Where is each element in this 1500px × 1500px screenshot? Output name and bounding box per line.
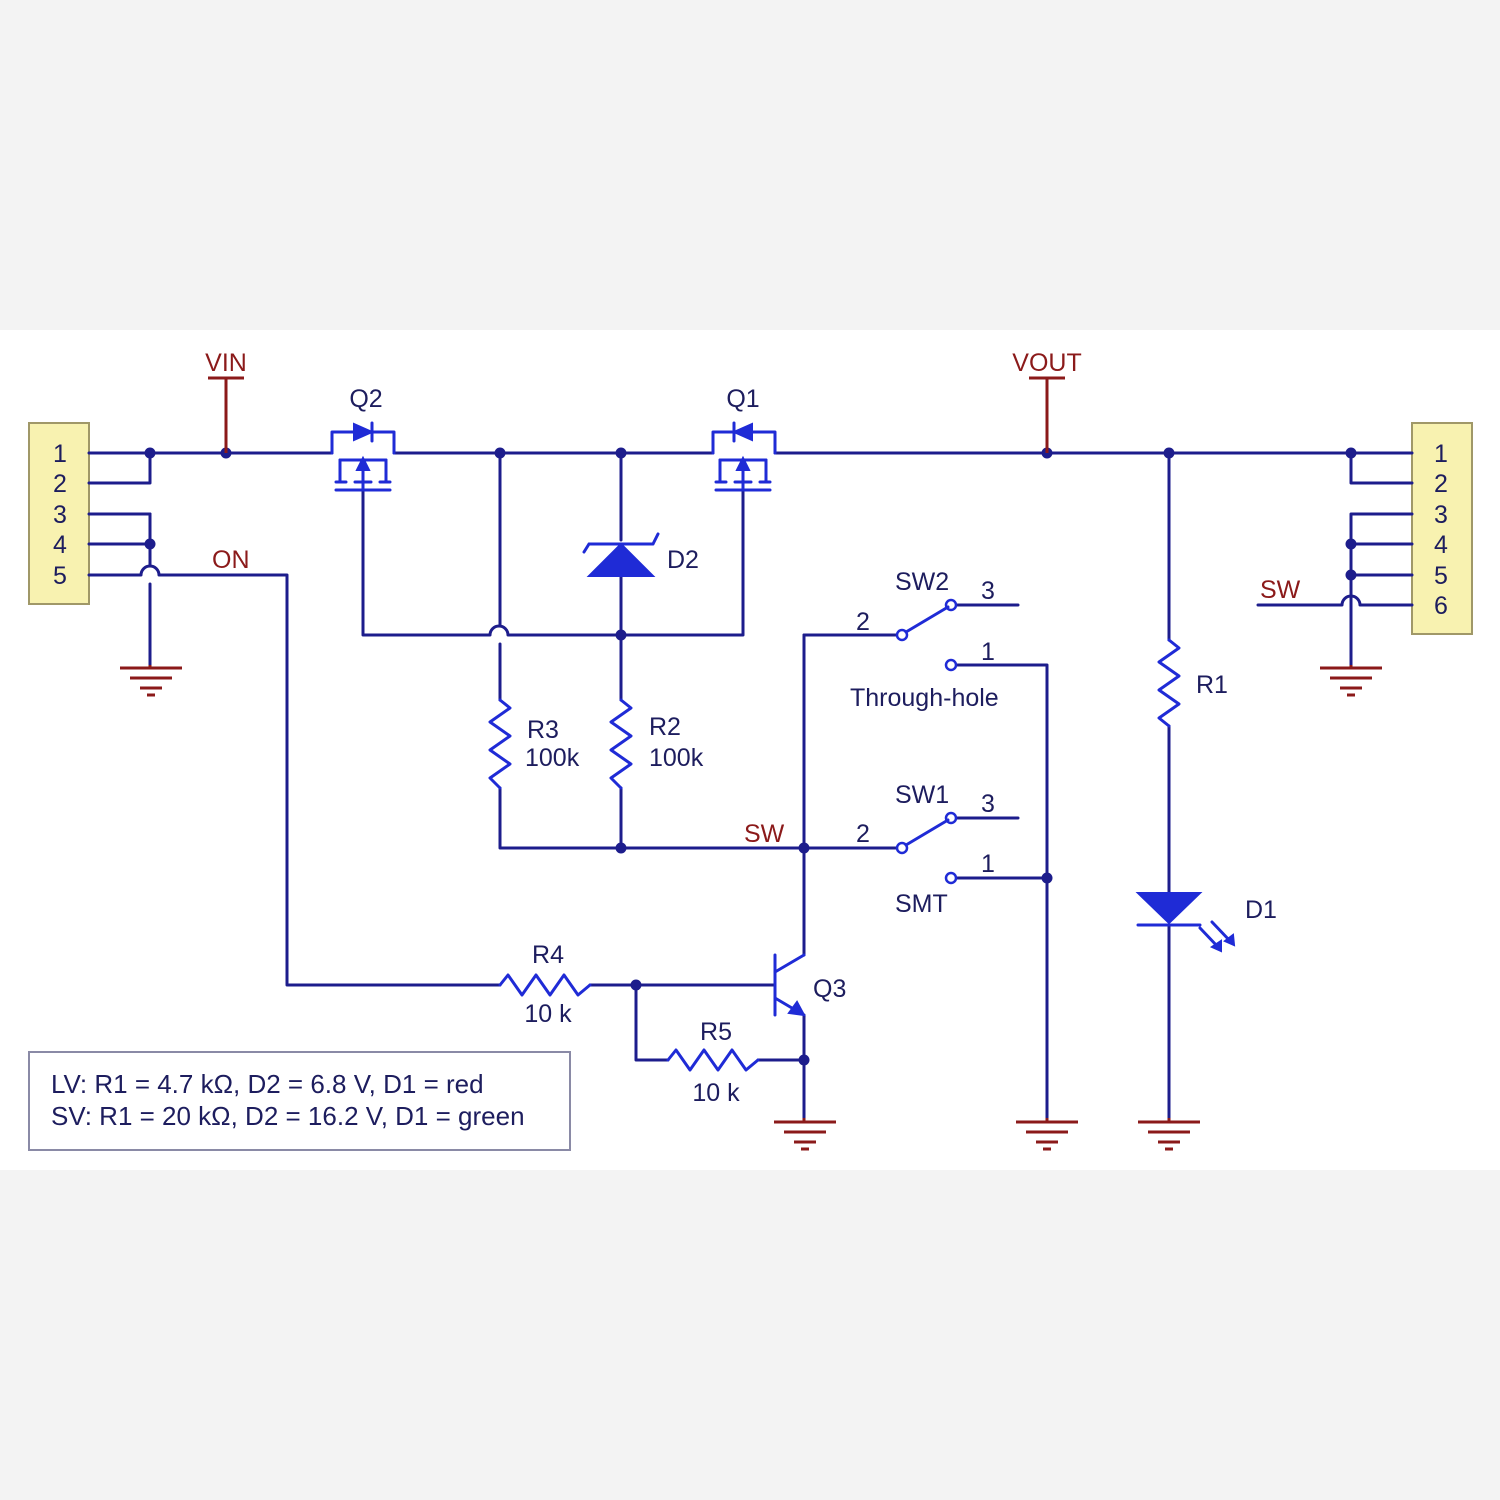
q2-mosfet-symbol: Q2 bbox=[330, 385, 396, 492]
r2-label: R2 bbox=[649, 713, 681, 741]
ground-symbol-right bbox=[1320, 665, 1382, 697]
sw2-switch-symbol: SW2 2 3 1 Through-hole bbox=[850, 568, 999, 712]
r4-resistor-symbol: R4 10 k bbox=[498, 941, 592, 1028]
r5-label: R5 bbox=[700, 1018, 732, 1046]
sw1-switch-symbol: SW1 2 3 1 SMT bbox=[856, 781, 995, 918]
r1-label: R1 bbox=[1196, 671, 1228, 699]
r4-value: 10 k bbox=[524, 1000, 572, 1028]
right-header-pin-5: 5 bbox=[1434, 562, 1448, 590]
right-header-pin-4: 4 bbox=[1434, 531, 1448, 559]
d1-led-symbol: D1 bbox=[1135, 892, 1277, 953]
sw2-pin-1: 1 bbox=[981, 638, 995, 666]
smt-label: SMT bbox=[895, 890, 948, 918]
sw1-pin-1: 1 bbox=[981, 850, 995, 878]
vout-label: VOUT bbox=[1012, 349, 1081, 377]
ground-symbol-left bbox=[120, 665, 182, 697]
right-header-pin-6: 6 bbox=[1434, 592, 1448, 620]
r4-label: R4 bbox=[532, 941, 564, 969]
sw2-pin-2: 2 bbox=[856, 608, 870, 636]
right-header-pin-2: 2 bbox=[1434, 470, 1448, 498]
sw1-pin-3: 3 bbox=[981, 790, 995, 818]
r1-resistor-symbol: R1 bbox=[1157, 638, 1228, 728]
sw-net-label-right: SW bbox=[1260, 576, 1301, 604]
right-header-connector: 1 2 3 4 5 6 bbox=[1411, 422, 1473, 635]
left-header-pin-2: 2 bbox=[53, 470, 67, 498]
sw2-pin-3: 3 bbox=[981, 577, 995, 605]
sw2-label: SW2 bbox=[895, 568, 949, 596]
vin-net-symbol: VIN bbox=[205, 349, 247, 453]
left-header-pin-3: 3 bbox=[53, 501, 67, 529]
ground-symbol-q3 bbox=[774, 1118, 836, 1151]
d1-label: D1 bbox=[1245, 896, 1277, 924]
r3-value: 100k bbox=[525, 744, 580, 772]
q3-label: Q3 bbox=[813, 975, 846, 1003]
r3-label: R3 bbox=[527, 716, 559, 744]
d2-label: D2 bbox=[667, 546, 699, 574]
q1-label: Q1 bbox=[726, 385, 759, 413]
vin-label: VIN bbox=[205, 349, 247, 377]
q2-label: Q2 bbox=[349, 385, 382, 413]
r2-resistor-symbol: R2 100k bbox=[609, 698, 704, 790]
variant-notes-box: LV: R1 = 4.7 kΩ, D2 = 6.8 V, D1 = red SV… bbox=[28, 1051, 571, 1151]
wires bbox=[87, 451, 1414, 1120]
right-header-pin-1: 1 bbox=[1434, 440, 1448, 468]
sw1-pin-2: 2 bbox=[856, 820, 870, 848]
left-header-pin-1: 1 bbox=[53, 440, 67, 468]
right-header-pin-3: 3 bbox=[1434, 501, 1448, 529]
sw-net-label-center: SW bbox=[744, 820, 785, 848]
note-lv: LV: R1 = 4.7 kΩ, D2 = 6.8 V, D1 = red bbox=[51, 1069, 484, 1099]
r3-resistor-symbol: R3 100k bbox=[488, 698, 580, 790]
d2-zener-diode-symbol: D2 bbox=[582, 532, 699, 577]
ground-symbol-led bbox=[1138, 1118, 1200, 1151]
q3-npn-transistor-symbol: Q3 bbox=[773, 953, 846, 1017]
ground-symbol-switches bbox=[1016, 1118, 1078, 1151]
note-sv: SV: R1 = 20 kΩ, D2 = 16.2 V, D1 = green bbox=[51, 1101, 525, 1131]
sw1-label: SW1 bbox=[895, 781, 949, 809]
vout-net-symbol: VOUT bbox=[1012, 349, 1082, 453]
through-hole-label: Through-hole bbox=[850, 684, 999, 712]
left-header-pin-5: 5 bbox=[53, 562, 67, 590]
left-header-pin-4: 4 bbox=[53, 531, 67, 559]
on-net-label: ON bbox=[212, 546, 250, 574]
q1-mosfet-symbol: Q1 bbox=[711, 385, 777, 492]
r2-value: 100k bbox=[649, 744, 704, 772]
r5-value: 10 k bbox=[692, 1079, 740, 1107]
left-header-connector: 1 2 3 4 5 bbox=[28, 422, 90, 605]
r5-resistor-symbol: R5 10 k bbox=[666, 1018, 760, 1107]
junction-dots bbox=[144, 447, 1357, 1066]
